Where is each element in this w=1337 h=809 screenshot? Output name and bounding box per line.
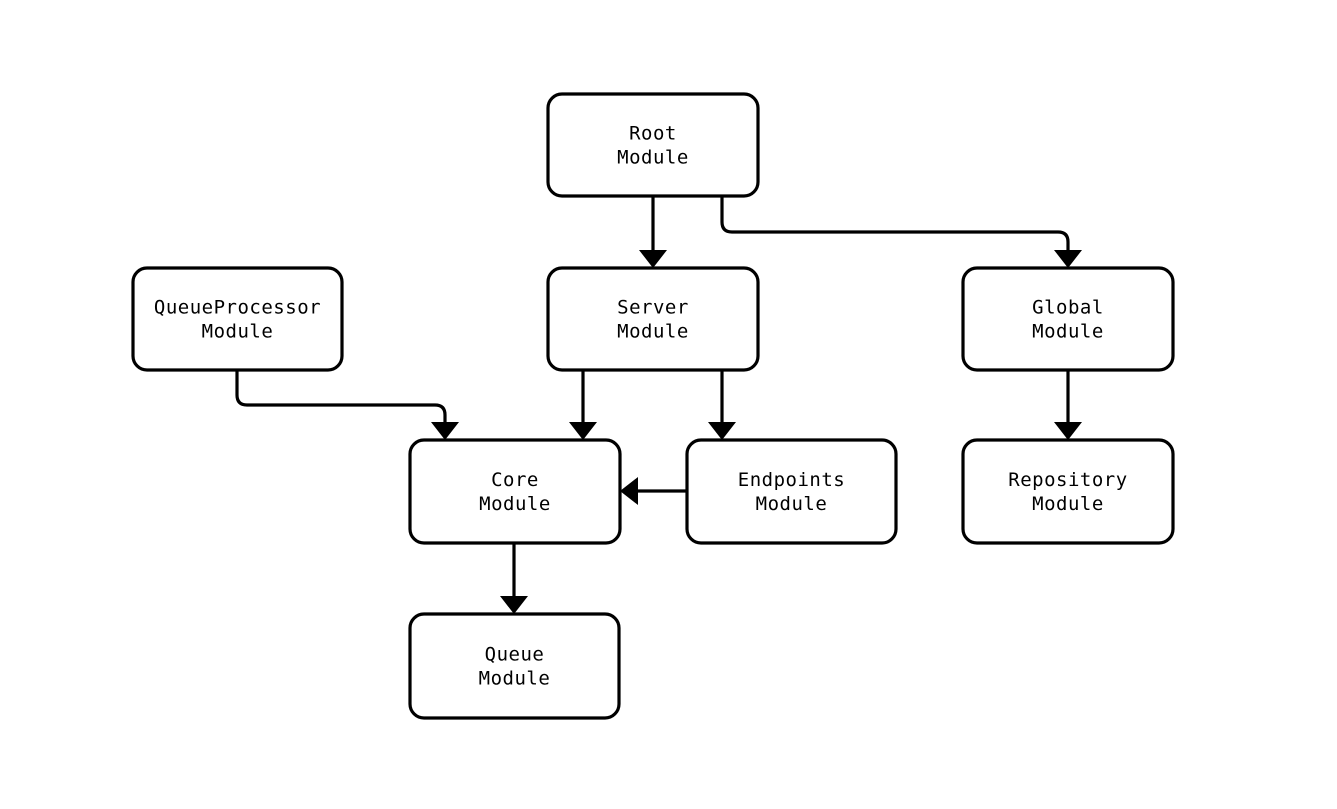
edge-root-to-global [720,196,1082,268]
node-label-line2: Module [202,321,274,343]
arrowhead-icon [620,477,638,505]
node-label-line2: Module [479,493,551,515]
node-label-line2: Module [1032,493,1104,515]
node-label-line1: Root [629,123,677,145]
node-box[interactable] [131,266,344,372]
node-box[interactable] [408,612,621,720]
edge-root-to-server [639,196,667,268]
edge-core-to-queue [500,543,528,614]
edge-server-to-core [569,370,597,440]
node-box[interactable] [408,438,622,545]
arrowhead-icon [569,422,597,440]
node-label-line1: Global [1032,297,1104,319]
node-label-line2: Module [756,493,828,515]
node-label-line2: Module [617,147,689,169]
node-label-line1: Server [617,297,689,319]
node-label-line2: Module [479,668,551,690]
edge-global-to-repository [1054,370,1082,440]
edge-server-to-endpoints [708,370,736,440]
edge-line [235,370,447,424]
node-layer: RootModuleQueueProcessorModuleServerModu… [131,92,1175,720]
edge-queueprocessor-to-core [235,370,459,440]
arrowhead-icon [708,422,736,440]
node-box[interactable] [546,92,760,198]
node-label-line2: Module [617,321,689,343]
edge-line [720,196,1070,252]
node-label-line1: QueueProcessor [154,297,321,319]
node-box[interactable] [546,266,760,372]
edge-layer [235,196,1082,614]
node-label-line1: Repository [1008,469,1127,491]
edge-endpoints-to-core [620,477,687,505]
node-box[interactable] [961,266,1175,372]
node-box[interactable] [961,438,1175,545]
node-label-line2: Module [1032,321,1104,343]
arrowhead-icon [500,596,528,614]
arrowhead-icon [1054,250,1082,268]
node-label-line1: Core [491,469,539,491]
arrowhead-icon [639,250,667,268]
node-box[interactable] [685,438,898,545]
node-label-line1: Queue [485,644,545,666]
node-label-line1: Endpoints [738,469,845,491]
arrowhead-icon [1054,422,1082,440]
arrowhead-icon [431,422,459,440]
